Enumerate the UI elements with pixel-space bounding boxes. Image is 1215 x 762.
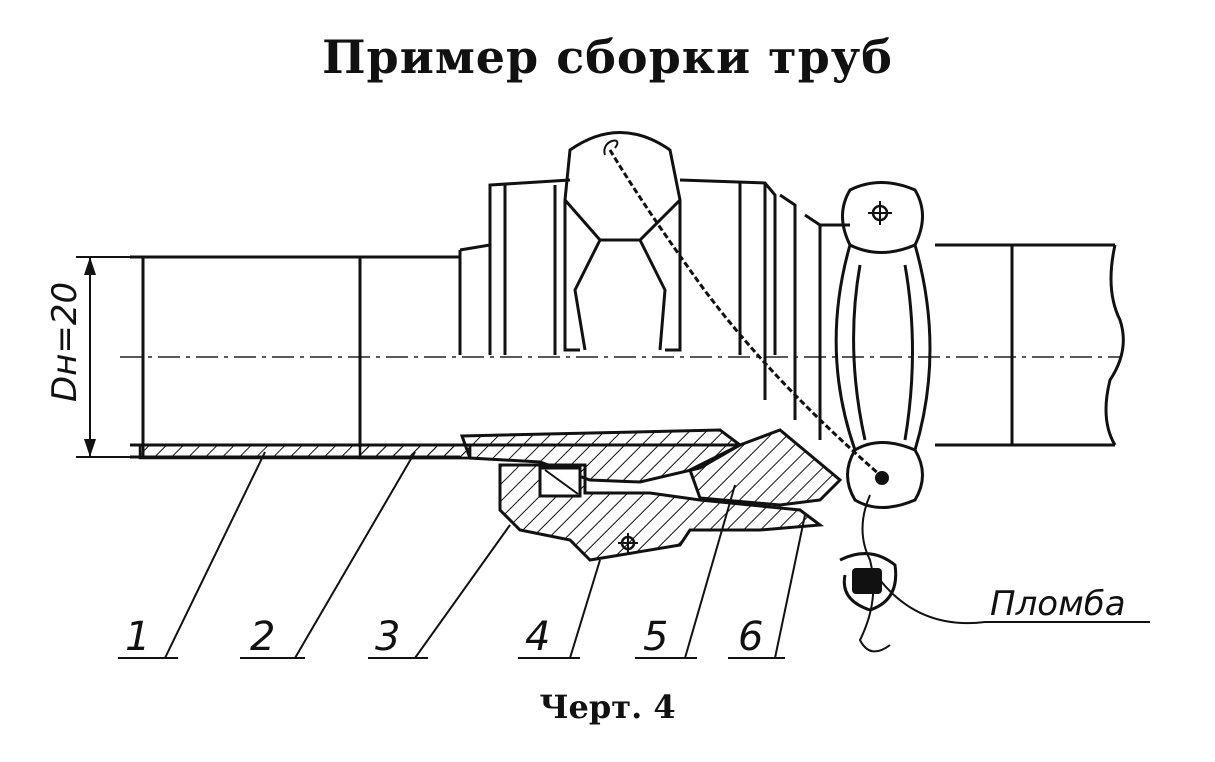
- lock-nut: [834, 181, 932, 509]
- fitting-body-section: [459, 428, 743, 484]
- sealing-ring-section: [688, 428, 843, 507]
- diameter-dimension: Dн=20: [45, 256, 140, 458]
- diameter-label: Dн=20: [45, 282, 85, 402]
- drawing-title: Пример сборки труб: [322, 30, 893, 84]
- leader-lines: [118, 451, 1150, 659]
- seal-icon: [852, 568, 882, 594]
- part-number-6: 6: [738, 614, 763, 660]
- part-number-4: 4: [525, 614, 550, 660]
- figure-caption: Черт. 4: [539, 688, 676, 726]
- part-number-5: 5: [643, 614, 668, 660]
- pipe-right: [935, 243, 1125, 447]
- part-number-2: 2: [250, 614, 275, 660]
- part-number-3: 3: [375, 614, 400, 660]
- seal-wire: [603, 139, 898, 653]
- coupling-nut: [458, 131, 850, 440]
- part-number-1: 1: [125, 614, 150, 660]
- seal-label: Пломба: [990, 584, 1126, 624]
